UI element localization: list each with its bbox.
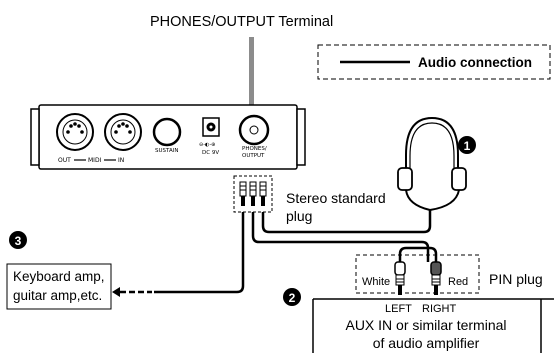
dc-polarity-symbol: ⊖-◐-⊕	[199, 142, 215, 148]
sustain-jack	[152, 117, 182, 147]
svg-text:3: 3	[15, 234, 22, 248]
audio-cables	[120, 210, 438, 294]
marker-1: 1	[458, 136, 476, 154]
phones-output-jack	[238, 114, 270, 146]
svg-text:1: 1	[464, 139, 471, 153]
legend-box: Audio connection	[317, 44, 551, 80]
keyboard-amp-box: Keyboard amp, guitar amp,etc.	[6, 263, 112, 310]
amplifier-label-1: AUX IN or similar terminal	[345, 317, 506, 333]
legend-label: Audio connection	[418, 55, 532, 70]
dc-9v-label: DC 9V	[202, 150, 219, 156]
pin-red-label: Red	[448, 276, 468, 288]
amplifier-label-2: of audio amplifier	[373, 335, 480, 351]
phones-output-panel-label-1: PHONES/	[242, 146, 267, 152]
pin-white-label: White	[362, 276, 390, 288]
dc-jack	[202, 117, 220, 137]
marker-2: 2	[283, 288, 301, 306]
sustain-label: SUSTAIN	[155, 148, 178, 154]
stereo-standard-plug	[233, 175, 273, 213]
stereo-plug-label-2: plug	[286, 208, 312, 224]
pin-plug-label: PIN plug	[489, 271, 543, 287]
keyboard-amp-label-2: guitar amp,etc.	[13, 288, 102, 303]
midi-label: MIDI	[88, 157, 102, 164]
terminal-pointer	[249, 37, 254, 127]
phones-output-terminal-label: PHONES/OUTPUT Terminal	[150, 14, 333, 30]
svg-text:2: 2	[289, 291, 296, 305]
stereo-plug-label-1: Stereo standard	[286, 190, 386, 206]
marker-3: 3	[9, 231, 27, 249]
midi-out-jack	[56, 113, 94, 151]
midi-in-jack	[104, 113, 142, 151]
right-channel-label: RIGHT	[422, 303, 457, 315]
midi-in-label: IN	[118, 157, 124, 164]
headphones	[397, 116, 467, 212]
arrow-to-keyboard-amp-icon	[112, 287, 120, 297]
pin-plug: White Red	[355, 254, 480, 295]
keyboard-amp-label-1: Keyboard amp,	[13, 269, 105, 284]
left-channel-label: LEFT	[385, 303, 412, 315]
aux-in-amplifier: LEFT RIGHT AUX IN or similar terminal of…	[312, 298, 554, 353]
midi-out-label: OUT	[58, 157, 71, 164]
phones-output-panel-label-2: OUTPUT	[242, 153, 265, 159]
